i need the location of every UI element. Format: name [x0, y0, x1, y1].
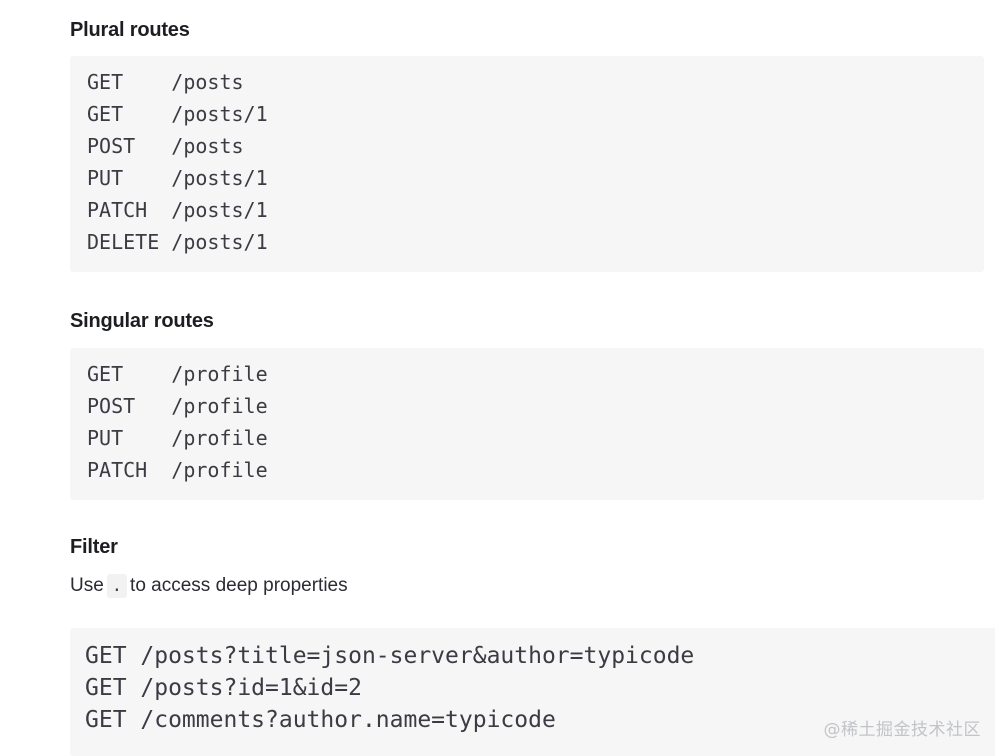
filter-description-after: to access deep properties — [130, 575, 348, 596]
code-line: DELETE /posts/1 — [87, 230, 268, 254]
code-line: GET /posts?id=1&id=2 — [85, 675, 362, 701]
code-line: PUT /posts/1 — [87, 166, 268, 190]
section-heading-singular-routes: Singular routes — [70, 310, 214, 332]
code-line: GET /posts/1 — [87, 102, 268, 126]
code-line: GET /posts?title=json-server&author=typi… — [85, 643, 695, 669]
code-block-singular-routes: GET /profile POST /profile PUT /profile … — [70, 348, 984, 500]
code-line: PUT /profile — [87, 426, 268, 450]
section-heading-filter: Filter — [70, 536, 118, 558]
code-line: GET /posts — [87, 70, 244, 94]
inline-code-dot: . — [106, 574, 128, 598]
code-lines-plural-routes: GET /posts GET /posts/1 POST /posts PUT … — [70, 56, 984, 258]
code-block-plural-routes: GET /posts GET /posts/1 POST /posts PUT … — [70, 56, 984, 272]
code-lines-filter-examples: GET /posts?title=json-server&author=typi… — [70, 628, 995, 736]
section-heading-plural-routes: Plural routes — [70, 19, 190, 41]
watermark: @稀土掘金技术社区 — [823, 720, 981, 740]
code-line: GET /profile — [87, 362, 268, 386]
filter-description-before: Use — [70, 575, 104, 596]
code-lines-singular-routes: GET /profile POST /profile PUT /profile … — [70, 348, 984, 486]
code-line: PATCH /profile — [87, 458, 268, 482]
code-line: GET /comments?author.name=typicode — [85, 707, 556, 733]
code-block-filter-examples: GET /posts?title=json-server&author=typi… — [70, 628, 995, 756]
filter-description: Use.to access deep properties — [70, 574, 348, 598]
code-line: POST /posts — [87, 134, 244, 158]
code-line: POST /profile — [87, 394, 268, 418]
code-line: PATCH /posts/1 — [87, 198, 268, 222]
